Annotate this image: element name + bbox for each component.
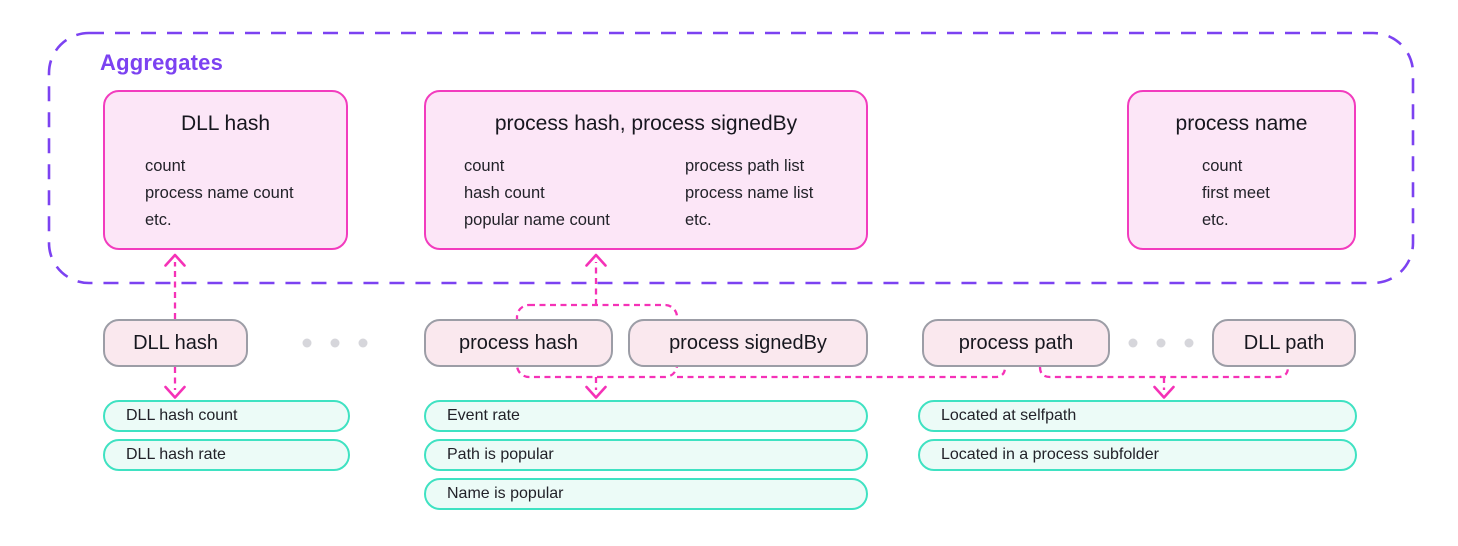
- dashed-arrow-group-down: [585, 377, 607, 399]
- aggregate-item: popular name count: [464, 211, 610, 229]
- aggregate-box-dll-hash: DLL hash count process name count etc.: [103, 90, 348, 250]
- aggregate-item: hash count: [464, 184, 545, 202]
- rule-box-located-in-process-subfolder: Located in a process subfolder: [918, 439, 1357, 471]
- aggregate-box-hash-signedby: process hash, process signedBy count has…: [424, 90, 868, 250]
- dashed-link-path-chips: [1038, 366, 1290, 379]
- rule-box-name-is-popular: Name is popular: [424, 478, 868, 510]
- aggregate-item: count: [1202, 157, 1243, 175]
- field-chip-process-path: process path: [922, 319, 1110, 367]
- field-chip-process-signedby: process signedBy: [628, 319, 868, 367]
- ellipsis-dots-left: [302, 338, 368, 348]
- aggregate-item: process path list: [685, 157, 805, 175]
- dashed-arrow-dll-hash-up: [164, 253, 186, 319]
- dashed-link-group-to-process-path: [677, 366, 1007, 379]
- aggregates-label: Aggregates: [100, 50, 224, 75]
- rule-box-dll-hash-rate: DLL hash rate: [103, 439, 350, 471]
- aggregate-item: process name list: [685, 184, 814, 202]
- aggregate-items-column-right: process path list process name list etc.: [685, 153, 813, 234]
- rule-box-path-is-popular: Path is popular: [424, 439, 868, 471]
- aggregate-item: count: [464, 157, 505, 175]
- rule-box-dll-hash-count: DLL hash count: [103, 400, 350, 432]
- aggregate-box-items: count first meet etc.: [1129, 153, 1354, 234]
- aggregate-box-process-name: process name count first meet etc.: [1127, 90, 1356, 250]
- aggregate-item: etc.: [1202, 211, 1229, 229]
- aggregate-item: count: [145, 157, 186, 175]
- field-chip-process-hash: process hash: [424, 319, 613, 367]
- aggregate-box-title: process name: [1175, 112, 1308, 135]
- ellipsis-dots-right: [1128, 338, 1194, 348]
- aggregate-item: first meet: [1202, 184, 1270, 202]
- aggregate-item: etc.: [685, 211, 712, 229]
- aggregate-box-items: count process name count etc.: [105, 153, 346, 234]
- rule-box-event-rate: Event rate: [424, 400, 868, 432]
- aggregate-items-column-left: count hash count popular name count: [464, 153, 685, 234]
- aggregate-box-title: DLL hash: [180, 112, 271, 135]
- dashed-arrow-dll-hash-down: [164, 367, 186, 399]
- rule-box-located-at-selfpath: Located at selfpath: [918, 400, 1357, 432]
- aggregates-outline: [47, 31, 1415, 285]
- aggregate-box-items: count hash count popular name count proc…: [426, 153, 866, 234]
- dashed-arrow-group-up: [585, 253, 607, 305]
- aggregate-box-title: process hash, process signedBy: [494, 112, 798, 135]
- aggregate-item: etc.: [145, 211, 172, 229]
- dashed-arrow-path-down: [1153, 377, 1175, 399]
- aggregate-item: process name count: [145, 184, 294, 202]
- field-chip-dll-path: DLL path: [1212, 319, 1356, 367]
- field-chip-dll-hash: DLL hash: [103, 319, 248, 367]
